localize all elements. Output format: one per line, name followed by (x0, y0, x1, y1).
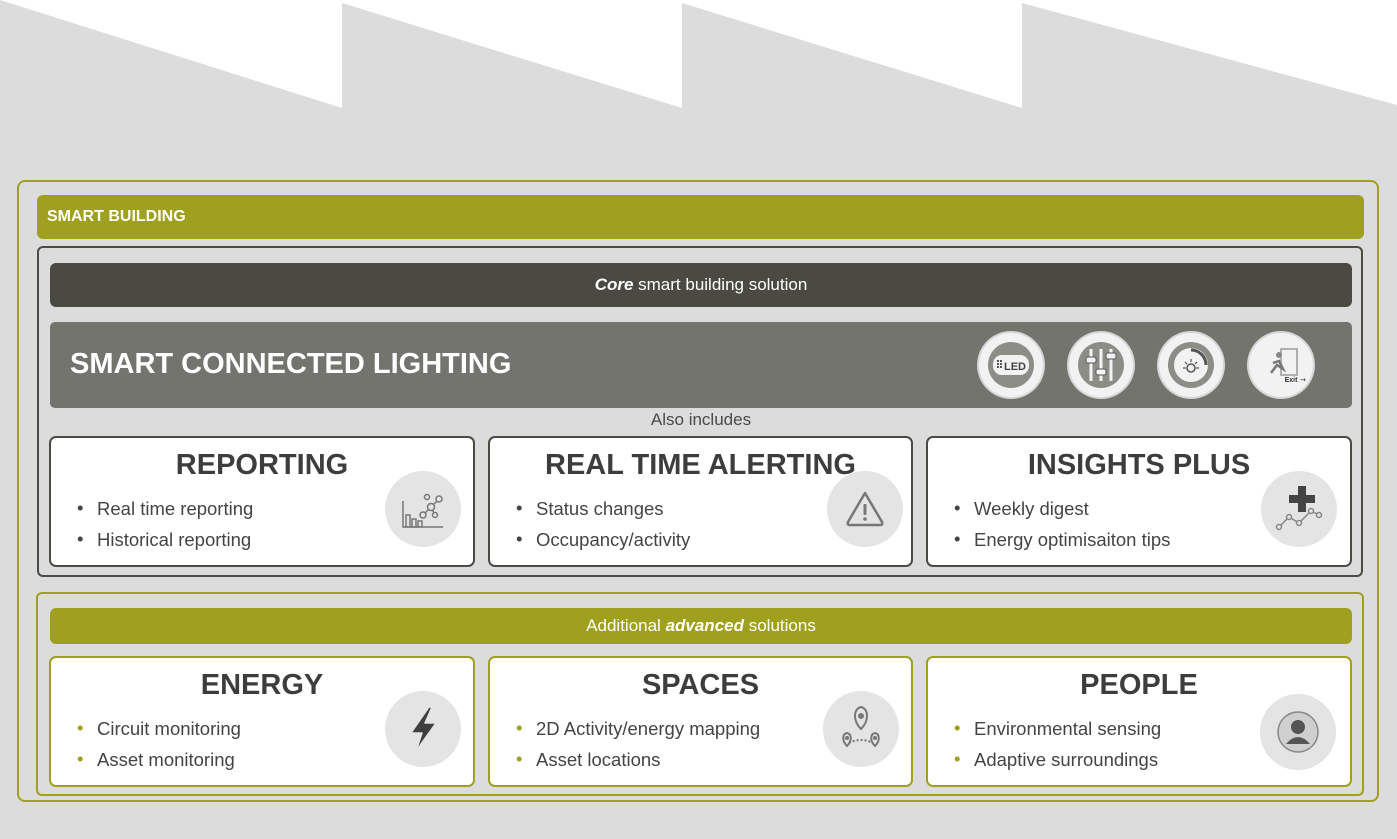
core-banner-text: smart building solution (633, 275, 808, 294)
list-item: Asset locations (516, 748, 760, 771)
list-item: Historical reporting (77, 528, 253, 551)
alert-icon (827, 471, 903, 547)
lightning-icon (385, 691, 461, 767)
also-includes-label: Also includes (650, 410, 752, 429)
list-item: Asset monitoring (77, 748, 241, 771)
list-item: Weekly digest (954, 497, 1170, 520)
list-item: Adaptive surroundings (954, 748, 1161, 771)
list-item: Energy optimisaiton tips (954, 528, 1170, 551)
led-icon: LED (979, 333, 1043, 397)
reporting-card: REPORTING Real time reporting Historical… (49, 436, 475, 567)
sliders-icon (1069, 333, 1133, 397)
card-title: ENERGY (200, 669, 324, 701)
core-banner: Core smart building solution (50, 263, 1352, 307)
led-label: LED (1004, 361, 1026, 373)
advanced-banner: Additional advanced solutions (50, 608, 1352, 644)
chart-icon (385, 471, 461, 547)
card-list: Circuit monitoring Asset monitoring (77, 717, 241, 780)
core-banner-emphasis: Core (594, 275, 634, 294)
card-title: SPACES (641, 669, 760, 701)
list-item: Circuit monitoring (77, 717, 241, 740)
energy-card: ENERGY Circuit monitoring Asset monitori… (49, 656, 475, 787)
smart-connected-lighting-panel: SMART CONNECTED LIGHTING LED Exit (50, 322, 1352, 408)
card-list: Status changes Occupancy/activity (516, 497, 690, 560)
list-item: Real time reporting (77, 497, 253, 520)
location-pins-icon (823, 691, 899, 767)
card-list: Weekly digest Energy optimisaiton tips (954, 497, 1170, 560)
smart-building-header: SMART BUILDING (37, 195, 1364, 239)
list-item: Occupancy/activity (516, 528, 690, 551)
advanced-banner-suffix: solutions (744, 616, 816, 635)
emergency-exit-icon: Exit → (1249, 333, 1313, 397)
people-card: PEOPLE Environmental sensing Adaptive su… (926, 656, 1352, 787)
real-time-alerting-card: REAL TIME ALERTING Status changes Occupa… (488, 436, 913, 567)
lighting-title: SMART CONNECTED LIGHTING (70, 348, 512, 380)
insights-plus-card: INSIGHTS PLUS Weekly digest Energy optim… (926, 436, 1352, 567)
card-title: REAL TIME ALERTING (545, 449, 856, 481)
card-list: 2D Activity/energy mapping Asset locatio… (516, 717, 760, 780)
smart-building-frame (17, 180, 1379, 802)
card-list: Environmental sensing Adaptive surroundi… (954, 717, 1161, 780)
list-item: Status changes (516, 497, 690, 520)
advanced-banner-prefix: Additional (586, 616, 666, 635)
card-list: Real time reporting Historical reporting (77, 497, 253, 560)
card-title: INSIGHTS PLUS (1027, 449, 1251, 481)
list-item: Environmental sensing (954, 717, 1161, 740)
insights-plus-icon (1261, 471, 1337, 547)
svg-text:→: → (1300, 376, 1306, 384)
advanced-banner-emphasis: advanced (665, 616, 744, 635)
exit-label: Exit (1285, 377, 1299, 384)
spaces-card: SPACES 2D Activity/energy mapping Asset … (488, 656, 913, 787)
list-item: 2D Activity/energy mapping (516, 717, 760, 740)
card-title: REPORTING (175, 449, 349, 481)
person-icon (1260, 694, 1336, 770)
card-title: PEOPLE (1080, 669, 1198, 701)
dimmer-icon (1159, 333, 1223, 397)
